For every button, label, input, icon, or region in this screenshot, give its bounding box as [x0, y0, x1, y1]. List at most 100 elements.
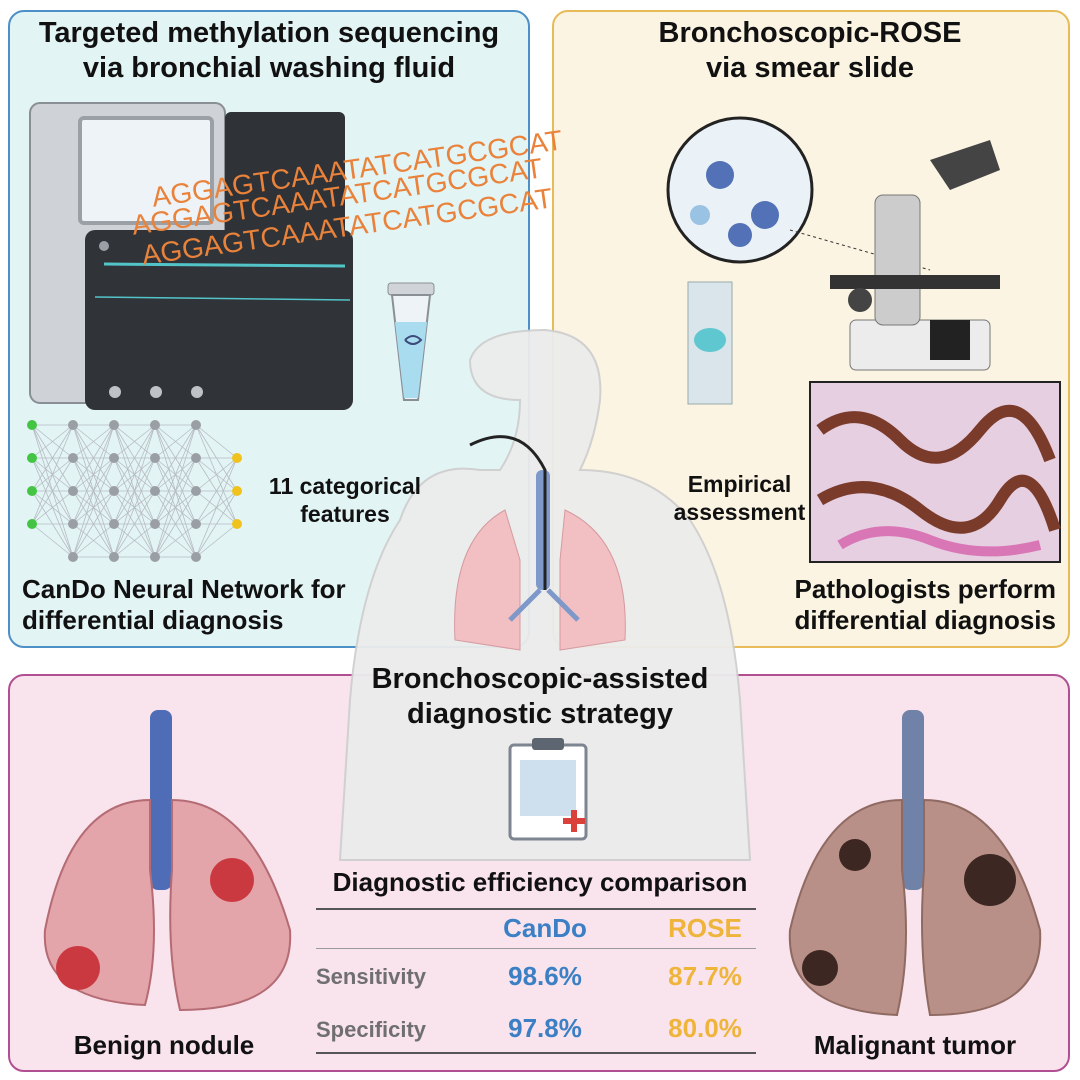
pathologists-label: Pathologists perform differential diagno…: [795, 574, 1057, 636]
network-edge: [113, 424, 156, 459]
network-edge: [154, 424, 197, 558]
network-edge: [154, 424, 197, 459]
sensitivity-rose-value: 87.7%: [668, 961, 742, 991]
table-bottom-rule: [316, 1052, 756, 1054]
malignant-tumor-label: Malignant tumor: [813, 1030, 1017, 1060]
network-edge: [72, 424, 115, 459]
neural-network-label: CanDo Neural Network for differential di…: [22, 574, 346, 636]
network-edge: [154, 424, 197, 492]
network-edge: [154, 490, 197, 558]
network-edge: [113, 457, 156, 558]
benign-nodule-label: Benign nodule: [73, 1030, 255, 1060]
hidden-node: [150, 420, 160, 430]
hidden-node: [109, 420, 119, 430]
hidden-node: [191, 420, 201, 430]
network-edge: [195, 523, 238, 558]
empirical-line1: Empirical: [687, 471, 792, 497]
network-edge: [195, 457, 238, 558]
network-edge: [72, 424, 115, 492]
strategy-line1: Bronchoscopic-assisted: [371, 663, 709, 695]
input-node: [27, 420, 37, 430]
hidden-node: [191, 552, 201, 562]
pathologists-line1: Pathologists perform: [794, 574, 1056, 604]
network-edge: [195, 490, 238, 558]
comparison-table-title: Diagnostic efficiency comparison: [332, 867, 748, 897]
rose-title-line1: Bronchoscopic-ROSE: [658, 17, 962, 49]
empirical-line2: assessment: [673, 498, 806, 525]
hidden-node: [109, 552, 119, 562]
network-edge: [154, 523, 197, 558]
network-edge: [113, 490, 156, 558]
network-edge: [113, 424, 156, 558]
specificity-cando-value: 97.8%: [508, 1013, 582, 1043]
network-edge: [72, 490, 115, 558]
hidden-node: [191, 519, 201, 529]
hidden-node: [150, 486, 160, 496]
features-label: 11 categorical features: [255, 473, 435, 528]
row-label-specificity: Specificity: [316, 1017, 427, 1042]
hidden-node: [109, 486, 119, 496]
table-header-rule: [316, 948, 756, 949]
row-label-sensitivity: Sensitivity: [316, 964, 427, 989]
hidden-node: [68, 486, 78, 496]
network-edge: [72, 457, 115, 558]
strategy-line2: diagnostic strategy: [407, 697, 673, 730]
sensitivity-cando-value: 98.6%: [508, 961, 582, 991]
empirical-assessment-label: Empirical assessment: [652, 471, 827, 526]
hidden-node: [109, 519, 119, 529]
specificity-rose-value: 80.0%: [668, 1013, 742, 1043]
output-node: [232, 453, 242, 463]
network-edge: [195, 457, 238, 525]
sequencing-title-line2: via bronchial washing fluid: [82, 51, 456, 84]
input-node: [27, 519, 37, 529]
hidden-node: [150, 552, 160, 562]
hidden-node: [150, 519, 160, 529]
network-edge: [31, 424, 74, 525]
sequencing-title-line1: Targeted methylation sequencing: [38, 17, 500, 49]
hidden-node: [150, 453, 160, 463]
output-node: [232, 519, 242, 529]
sequencing-panel-title: Targeted methylation sequencing via bron…: [20, 16, 518, 86]
hidden-node: [191, 486, 201, 496]
network-edge: [31, 457, 74, 525]
rose-title-line2: via smear slide: [706, 51, 914, 84]
hidden-node: [68, 552, 78, 562]
network-edge: [31, 490, 74, 525]
rose-panel-title: Bronchoscopic-ROSE via smear slide: [560, 16, 1060, 86]
strategy-title: Bronchoscopic-assisted diagnostic strate…: [330, 662, 750, 732]
network-edge: [31, 523, 74, 558]
network-line1: CanDo Neural Network for: [22, 574, 346, 604]
network-edge: [72, 424, 115, 525]
network-edge: [31, 424, 74, 492]
network-edge: [154, 457, 197, 558]
network-line2: differential diagnosis: [22, 605, 284, 636]
network-edge: [195, 424, 238, 459]
output-node: [232, 486, 242, 496]
hidden-node: [109, 453, 119, 463]
hidden-node: [68, 519, 78, 529]
network-edge: [72, 424, 115, 558]
network-edge: [195, 457, 238, 492]
hidden-node: [68, 420, 78, 430]
hidden-node: [191, 453, 201, 463]
network-edge: [154, 424, 197, 525]
features-line2: features: [300, 500, 390, 527]
input-node: [27, 486, 37, 496]
network-edge: [31, 424, 74, 459]
pathologists-line2: differential diagnosis: [794, 605, 1057, 636]
network-edge: [113, 424, 156, 492]
column-header-rose: ROSE: [668, 913, 742, 943]
network-edge: [72, 523, 115, 558]
column-header-cando: CanDo: [503, 913, 587, 943]
hidden-node: [68, 453, 78, 463]
table-top-rule: [316, 908, 756, 910]
